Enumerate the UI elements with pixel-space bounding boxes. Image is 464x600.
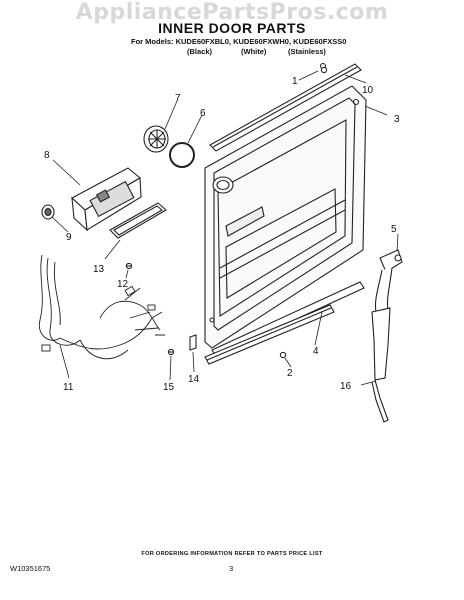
- callout-13: 13: [93, 264, 105, 275]
- control-module: [71, 167, 142, 232]
- callout-16: 16: [340, 381, 352, 392]
- callout-12: 12: [117, 279, 129, 290]
- variant-black: (Black): [187, 47, 213, 56]
- control-gasket: [109, 202, 167, 239]
- conduit-assembly: [371, 249, 403, 423]
- screw-1: [320, 66, 328, 74]
- page-number: 3: [229, 564, 234, 573]
- callout-5: 5: [391, 224, 397, 235]
- callout-9: 9: [66, 232, 72, 243]
- control-knob: [41, 204, 55, 220]
- hinge-clip: [189, 334, 197, 351]
- callout-14: 14: [188, 374, 200, 385]
- inner-door-panel: [204, 85, 367, 349]
- screw-15: [167, 348, 175, 356]
- callout-3: 3: [394, 114, 400, 125]
- screw-2: [279, 351, 287, 359]
- vent-fan: [143, 125, 169, 153]
- callout-4: 4: [313, 346, 319, 357]
- callout-10: 10: [362, 85, 374, 96]
- document-number: W10351675: [10, 564, 51, 573]
- vent-gasket-ring: [169, 142, 195, 168]
- footer-note: FOR ORDERING INFORMATION REFER TO PARTS …: [141, 551, 323, 557]
- callout-11: 11: [63, 382, 74, 393]
- models-line: For Models: KUDE60FXBL0, KUDE60FXWH0, KU…: [131, 37, 347, 46]
- wire-harness: [38, 254, 165, 360]
- callout-1: 1: [292, 76, 298, 87]
- screw-12: [125, 262, 133, 270]
- callout-8: 8: [44, 150, 50, 161]
- watermark: AppliancePartsPros.com: [75, 0, 389, 25]
- dispenser-opening: [212, 176, 234, 194]
- callout-15: 15: [163, 382, 175, 393]
- variant-stainless: (Stainless): [288, 47, 326, 56]
- callout-7: 7: [175, 93, 181, 104]
- variant-white: (White): [241, 47, 267, 56]
- callout-6: 6: [200, 108, 206, 119]
- page-title: INNER DOOR PARTS: [158, 20, 306, 36]
- callout-2: 2: [287, 368, 293, 379]
